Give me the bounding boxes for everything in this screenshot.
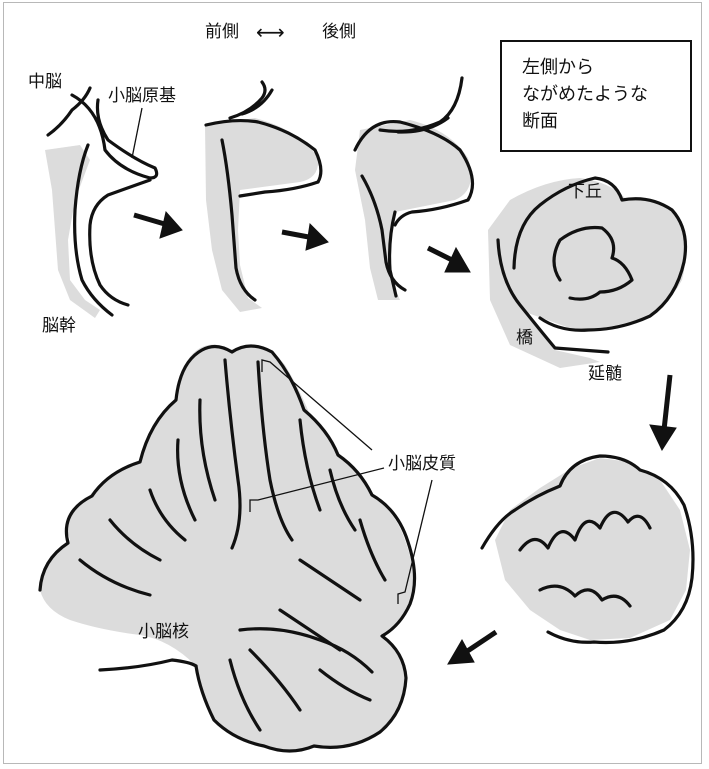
arrow-1: [133, 210, 183, 239]
stage-4-folia: [552, 225, 634, 301]
stage-2-outline: [204, 118, 323, 302]
stage-6-outline: [38, 344, 417, 753]
stage-1-tissue: [45, 145, 100, 318]
leader-lines: [131, 107, 433, 604]
direction-front-label: 前側: [205, 22, 239, 42]
stage-3-tissue: [355, 120, 472, 300]
stage-2: [204, 80, 323, 312]
stage-2-tissue: [205, 118, 319, 312]
arrow-2: [281, 222, 329, 251]
stage-2-inner: [238, 180, 320, 198]
arrow-4: [649, 374, 677, 452]
figure-frame: [3, 2, 702, 764]
stage-1-inner-edge: [88, 178, 152, 307]
stage-6-folia: [78, 358, 387, 732]
stage-1-posterior-edge: [70, 93, 159, 180]
stage-1-anterior-edge: [46, 86, 114, 317]
stage-5-tissue: [495, 458, 690, 640]
leader-cortex-2: [249, 467, 385, 512]
label-midbrain: 中脳: [28, 72, 62, 92]
note-line-3: 断面: [522, 111, 558, 132]
stage-1-primordium: [45, 86, 159, 318]
label-inferior-colliculus: 下丘: [568, 182, 602, 202]
leader-cortex-3: [397, 479, 433, 604]
leader-primordium: [131, 107, 143, 159]
arrow-3: [426, 245, 471, 273]
label-cerebellar-nuclei: 小脳核: [138, 622, 189, 642]
arrow-5: [447, 629, 498, 665]
stage-3-top-fold: [378, 76, 464, 134]
label-cerebellar-primordium: 小脳原基: [108, 86, 176, 106]
label-cerebellar-cortex: 小脳皮質: [388, 454, 456, 474]
note-box: 左側から ながめたような 断面: [500, 40, 692, 152]
stage-4-brainstem: [496, 238, 610, 354]
label-brainstem: 脳幹: [42, 316, 76, 336]
label-pons: 橋: [516, 328, 533, 348]
stage-5-outline: [480, 454, 695, 645]
stage-6-mature: [38, 344, 417, 753]
direction-back-label: 後側: [322, 22, 356, 42]
stage-5: [480, 454, 695, 645]
progression-arrows: [133, 210, 677, 665]
stage-3-outline: [353, 119, 475, 292]
stage-2-top-fold: [228, 80, 274, 120]
leader-cortex-1: [261, 359, 373, 451]
stage-4: [488, 176, 688, 368]
stage-4-tissue: [488, 178, 686, 368]
stage-6-tissue: [40, 344, 414, 750]
stage-5-folia: [518, 510, 652, 608]
stage-6-stem: [98, 627, 374, 674]
note-line-2: ながめたような: [522, 84, 648, 105]
stage-3-stem: [387, 210, 398, 298]
label-medulla: 延髄: [588, 364, 622, 384]
note-line-1: 左側から: [522, 57, 594, 78]
stage-4-outline: [512, 176, 688, 332]
stage-3: [353, 76, 475, 300]
bidirectional-arrow-icon: ⟷: [256, 20, 285, 44]
